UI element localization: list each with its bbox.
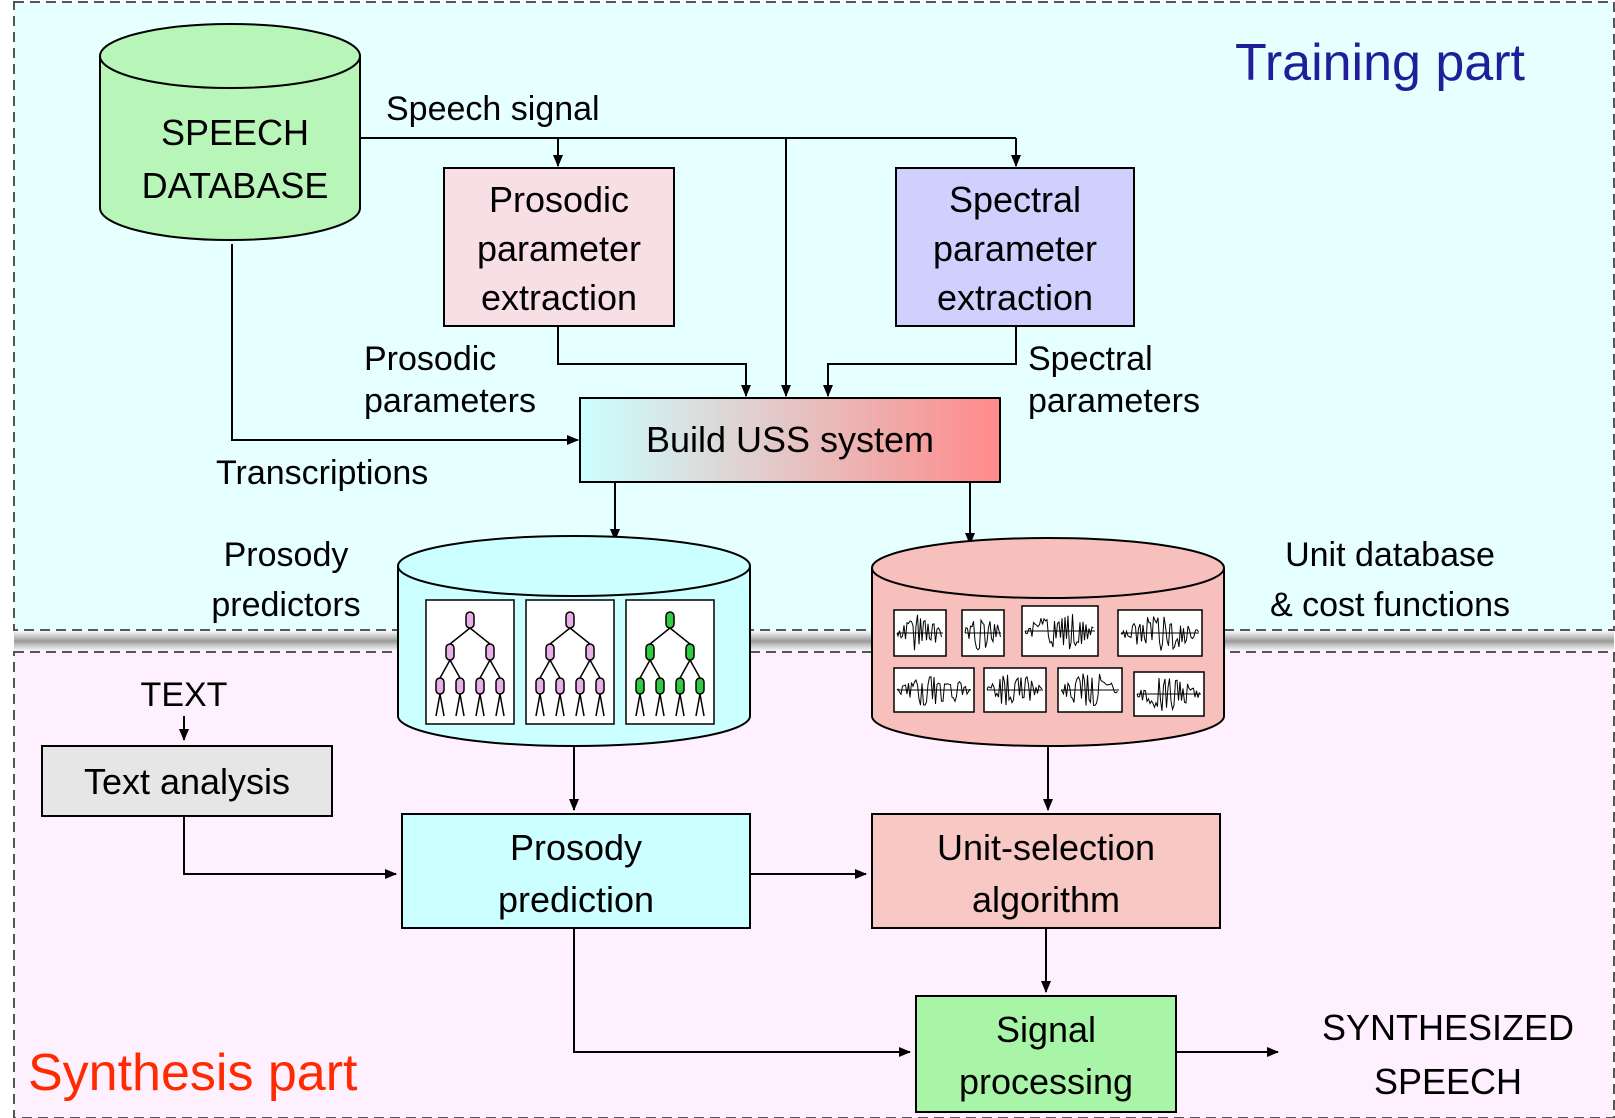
speech-waveform-icon — [1117, 609, 1203, 657]
prosody-prediction-box: Prosody prediction — [401, 813, 751, 929]
speech-database-label-line2: DATABASE — [142, 165, 329, 206]
spectral-parameters-wire — [823, 326, 1017, 397]
prosody-predictors-label-line2: predictors — [211, 586, 360, 624]
speech-waveform-icon — [893, 609, 947, 657]
unit-selection-line2: algorithm — [972, 879, 1120, 920]
unit-selection-algorithm-box: Unit-selection algorithm — [871, 813, 1221, 929]
arrow-analysis-to-prosody-prediction — [183, 816, 397, 879]
prosody-prediction-line2: prediction — [498, 879, 654, 920]
spectral-extraction-line1: Spectral — [949, 179, 1081, 220]
decision-tree-icon — [625, 599, 715, 725]
prosodic-extraction-line1: Prosodic — [489, 179, 629, 220]
prosodic-parameters-label-line1: Prosodic — [364, 340, 496, 378]
text-input-label: TEXT — [141, 676, 228, 714]
prosody-predictors-label-line1: Prosody — [224, 536, 349, 574]
prosodic-parameter-extraction-box: Prosodic parameter extraction — [443, 167, 675, 327]
text-analysis-box: Text analysis — [41, 745, 333, 817]
synthesis-part-panel — [13, 651, 1615, 1118]
transcriptions-wire — [231, 244, 579, 445]
decision-tree-icons — [425, 599, 715, 725]
speech-waveform-icon — [1021, 605, 1099, 657]
spectral-parameters-label-line2: parameters — [1028, 382, 1200, 420]
decision-tree-icon — [425, 599, 515, 725]
synthesized-speech-line2: SPEECH — [1374, 1061, 1522, 1102]
arrow-prediction-to-signal — [573, 928, 911, 1057]
synthesized-speech-line1: SYNTHESIZED — [1322, 1007, 1574, 1048]
spectral-parameter-extraction-box: Spectral parameter extraction — [895, 167, 1135, 327]
prosodic-extraction-line2: parameter — [477, 228, 641, 269]
part-separator-shadow — [14, 630, 1614, 652]
prosodic-extraction-line3: extraction — [481, 277, 637, 318]
unit-database-label-line2: & cost functions — [1270, 586, 1510, 624]
prosody-prediction-line1: Prosody — [510, 827, 642, 868]
unit-database-label-line1: Unit database — [1285, 536, 1495, 574]
spectral-extraction-line3: extraction — [937, 277, 1093, 318]
prosodic-parameters-label-line2: parameters — [364, 382, 536, 420]
speech-database-label-line1: SPEECH — [161, 112, 309, 153]
speech-waveform-icon — [961, 609, 1005, 657]
spectral-parameters-label-line1: Spectral — [1028, 340, 1153, 378]
text-analysis-label: Text analysis — [84, 761, 290, 802]
decision-tree-icon — [525, 599, 615, 725]
speech-waveform-icon — [1057, 667, 1123, 713]
build-uss-system-box: Build USS system — [579, 397, 1001, 483]
unit-database — [871, 537, 1225, 747]
signal-processing-line2: processing — [959, 1061, 1133, 1102]
speech-signal-label: Speech signal — [386, 90, 600, 128]
signal-processing-line1: Signal — [996, 1009, 1096, 1050]
speech-database: SPEECH DATABASE — [99, 23, 361, 241]
prosodic-parameters-wire — [557, 326, 751, 397]
waveform-unit-icons — [893, 605, 1205, 717]
synthesis-part-title: Synthesis part — [28, 1044, 358, 1102]
build-uss-label: Build USS system — [646, 419, 934, 460]
spectral-extraction-line2: parameter — [933, 228, 1097, 269]
transcriptions-label: Transcriptions — [216, 454, 428, 492]
prosody-predictors-database — [397, 535, 751, 747]
training-part-title: Training part — [1235, 34, 1526, 92]
unit-selection-line1: Unit-selection — [937, 827, 1155, 868]
speech-waveform-icon — [1133, 671, 1205, 717]
signal-processing-box: Signal processing — [915, 995, 1177, 1113]
speech-waveform-icon — [983, 667, 1047, 713]
speech-waveform-icon — [893, 667, 975, 713]
